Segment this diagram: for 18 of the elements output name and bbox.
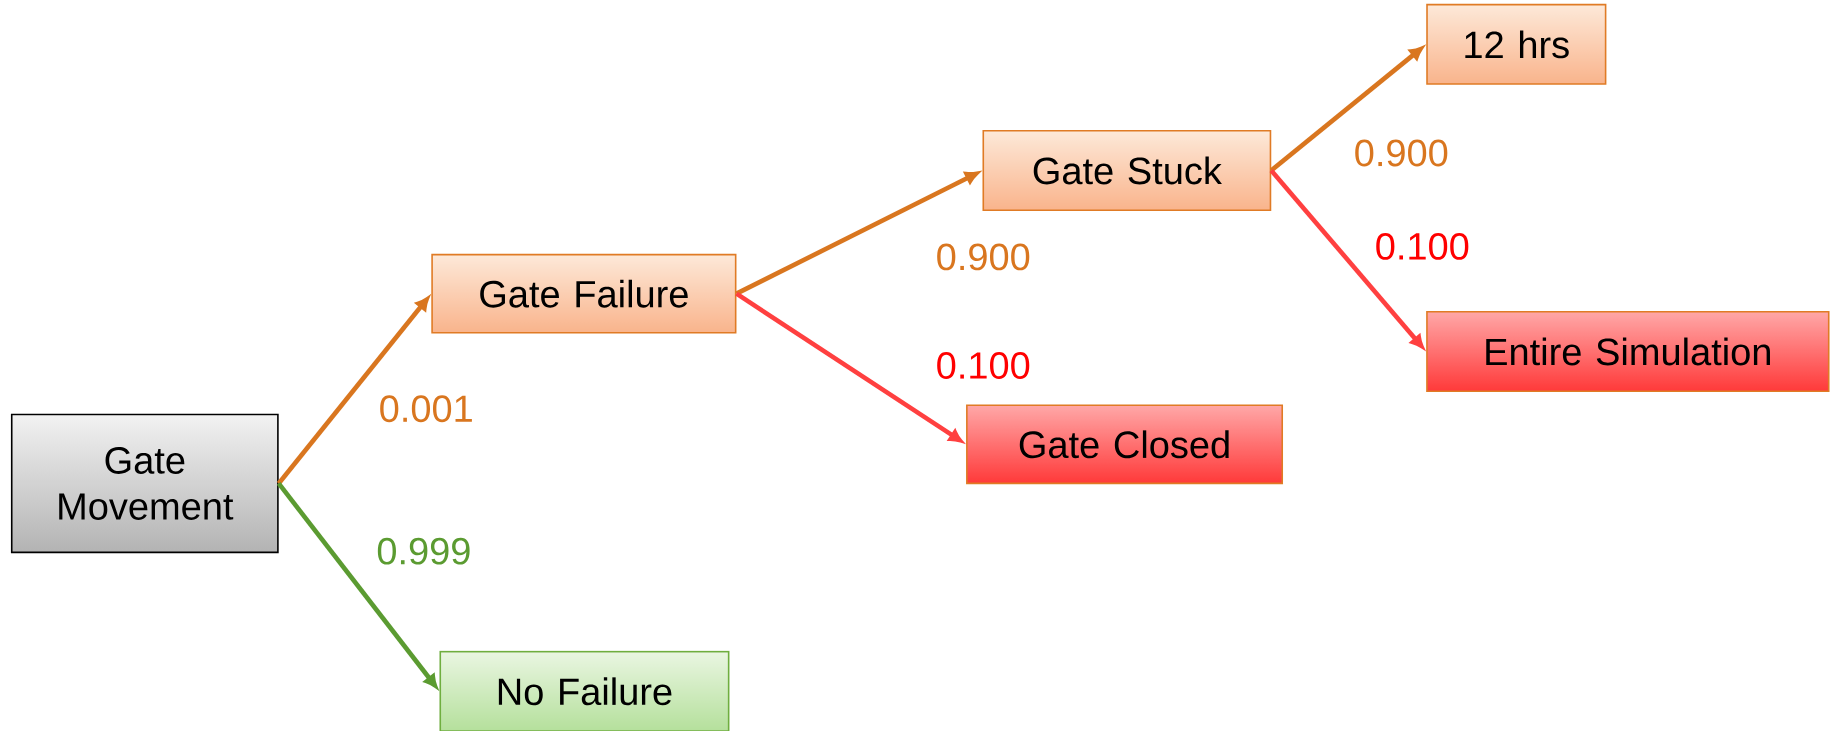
edge-label: 0.100 <box>937 352 1030 379</box>
edge-label: 0.900 <box>937 243 1030 271</box>
edge-label: 0.999 <box>377 537 470 565</box>
process-box: Gate Stuck <box>982 130 1272 211</box>
arrow <box>276 482 438 689</box>
arrow <box>1269 169 1424 349</box>
process-box: Entire Simulation <box>1426 311 1830 392</box>
process-box: No Failure <box>439 650 730 731</box>
edge-label: 0.001 <box>380 395 472 423</box>
process-box: Gate Failure <box>431 253 737 334</box>
arrow <box>276 296 430 485</box>
process-box: 12 hrs <box>1426 3 1607 85</box>
process-box: Gate Closed <box>966 404 1284 485</box>
edge-label: 0.900 <box>1355 139 1448 167</box>
arrow <box>1269 46 1424 173</box>
process-box: Gate Movement <box>10 413 279 554</box>
edge-label: 0.100 <box>1376 232 1469 260</box>
arrow <box>735 291 963 443</box>
